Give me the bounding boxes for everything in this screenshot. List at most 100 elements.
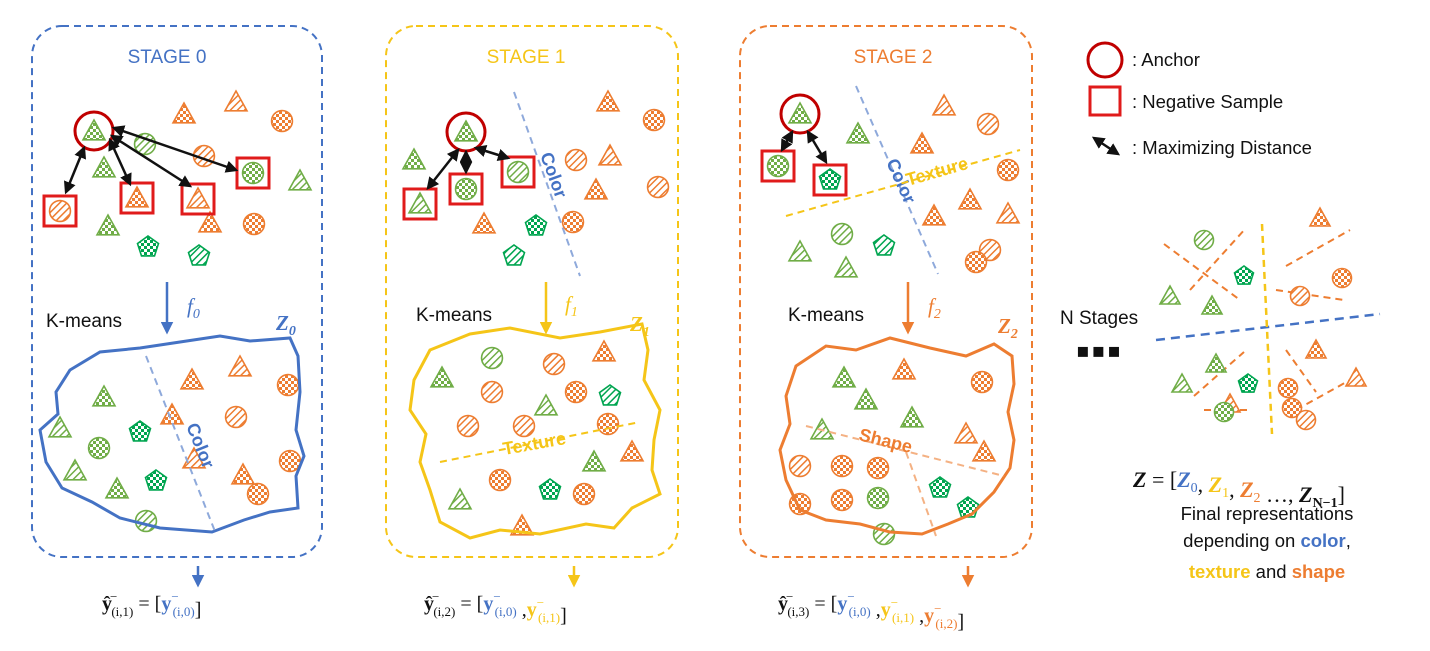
circle-glyph-icon — [1281, 397, 1303, 419]
final-caption-line3: texture and shape — [1189, 561, 1345, 582]
negative-square-icon — [235, 156, 271, 190]
final-caption-line2: depending on color, — [1183, 530, 1351, 551]
stage-2-kmeans-label: K-means — [788, 305, 864, 326]
stage-2-func-label: f2 — [928, 294, 941, 322]
circle-glyph-icon — [542, 352, 566, 376]
final-scatter — [1158, 206, 1368, 431]
final-caption-line1: Final representations — [1181, 503, 1354, 524]
circle-glyph-icon — [512, 414, 536, 438]
pentagon-glyph-icon — [144, 469, 168, 491]
circle-glyph-icon — [1331, 267, 1353, 289]
triangle-glyph-icon — [1200, 294, 1224, 315]
triangle-glyph-icon — [171, 101, 197, 124]
triangle-glyph-icon — [223, 89, 249, 112]
circle-glyph-icon — [866, 456, 890, 480]
triangle-glyph-icon — [787, 101, 813, 124]
final-color-divider — [1155, 312, 1381, 342]
negative-square-icon — [1088, 85, 1122, 117]
stage-0-panel: STAGE 0 K-means f0 Z0 Color — [31, 25, 323, 588]
negative-square-icon — [42, 194, 78, 228]
triangle-glyph-icon — [1158, 284, 1182, 305]
circle-glyph-icon — [646, 175, 670, 199]
circle-glyph-icon — [488, 468, 512, 492]
pentagon-glyph-icon — [136, 235, 160, 257]
triangle-glyph-icon — [1304, 338, 1328, 359]
stage-1-panel: STAGE 1 Color K-means f1 Z1 Texture — [385, 25, 679, 588]
circle-glyph-icon — [788, 454, 812, 478]
circle-glyph-icon — [134, 509, 158, 533]
pentagon-glyph-icon — [872, 234, 896, 256]
circle-glyph-icon — [1295, 409, 1317, 431]
circle-glyph-icon — [246, 482, 270, 506]
circle-glyph-icon — [48, 199, 72, 223]
triangle-glyph-icon — [159, 402, 185, 425]
n-stages-dots: ▪▪▪ — [1076, 338, 1123, 362]
circle-glyph-icon — [830, 222, 854, 246]
stage-2-shape-divider-b — [905, 451, 937, 537]
circle-glyph-icon — [564, 380, 588, 404]
legend: : Anchor : Negative Sample : Maximizing … — [1086, 41, 1312, 158]
stage-0-func-label: f0 — [187, 294, 200, 322]
stage-1-func-label: f1 — [565, 292, 578, 320]
stage-2-texture-divider — [785, 149, 1021, 217]
stage-1-kmeans-label: K-means — [416, 305, 492, 326]
circle-glyph-icon — [830, 454, 854, 478]
triangle-glyph-icon — [1308, 206, 1332, 227]
pentagon-glyph-icon — [818, 168, 842, 190]
circle-glyph-icon — [572, 482, 596, 506]
triangle-glyph-icon — [591, 339, 617, 362]
stage-2-panel: STAGE 2 Color Texture K-means f2 Z2 Shap… — [739, 25, 1033, 588]
negative-square-icon — [180, 182, 216, 216]
distance-arrow-icon — [111, 125, 239, 173]
pentagon-glyph-icon — [538, 478, 562, 500]
triangle-glyph-icon — [287, 168, 313, 191]
triangle-glyph-icon — [179, 367, 205, 390]
circle-glyph-icon — [506, 160, 530, 184]
triangle-glyph-icon — [227, 354, 253, 377]
stage-1-scatter — [401, 89, 670, 536]
triangle-glyph-icon — [124, 185, 150, 208]
anchor-circle-icon — [779, 93, 821, 135]
circle-glyph-icon — [561, 210, 585, 234]
circle-glyph-icon — [278, 449, 302, 473]
circle-glyph-icon — [766, 154, 790, 178]
negative-square-icon — [812, 163, 848, 197]
triangle-glyph-icon — [833, 255, 859, 278]
circle-glyph-icon — [970, 370, 994, 394]
final-z-expression: Z = [Z0, Z1, Z2 …, ZN−1] — [1132, 467, 1345, 511]
circle-glyph-icon — [1289, 285, 1311, 307]
triangle-glyph-icon — [957, 187, 983, 210]
legend-anchor-label: : Anchor — [1132, 49, 1200, 70]
pentagon-glyph-icon — [128, 420, 152, 442]
stage-1-border — [385, 25, 679, 558]
stage-2-border — [739, 25, 1033, 558]
stage-2-divider-shape: Shape — [857, 424, 914, 456]
circle-glyph-icon — [976, 112, 1000, 136]
final-texture-divider — [1260, 223, 1274, 435]
stage-1-texture-divider — [439, 421, 641, 463]
circle-glyph-icon — [480, 380, 504, 404]
triangle-glyph-icon — [921, 203, 947, 226]
stage-2-title: STAGE 2 — [854, 47, 933, 68]
triangle-glyph-icon — [447, 487, 473, 510]
distance-arrow-icon — [780, 129, 794, 153]
triangle-glyph-icon — [401, 147, 427, 170]
triangle-glyph-icon — [104, 476, 130, 499]
triangle-glyph-icon — [971, 439, 997, 462]
circle-glyph-icon — [454, 177, 478, 201]
triangle-glyph-icon — [809, 417, 835, 440]
circle-glyph-icon — [642, 108, 666, 132]
triangle-glyph-icon — [62, 458, 88, 481]
n-stages-label: N Stages — [1060, 308, 1138, 329]
pentagon-glyph-icon — [598, 384, 622, 406]
triangle-glyph-icon — [787, 239, 813, 262]
triangle-glyph-icon — [909, 131, 935, 154]
triangle-glyph-icon — [91, 384, 117, 407]
negative-square-icon — [500, 155, 536, 189]
triangle-glyph-icon — [953, 421, 979, 444]
triangle-glyph-icon — [230, 462, 256, 485]
circle-glyph-icon — [866, 486, 890, 510]
triangle-glyph-icon — [1344, 366, 1368, 387]
triangle-glyph-icon — [509, 513, 535, 536]
pentagon-glyph-icon — [956, 496, 980, 518]
